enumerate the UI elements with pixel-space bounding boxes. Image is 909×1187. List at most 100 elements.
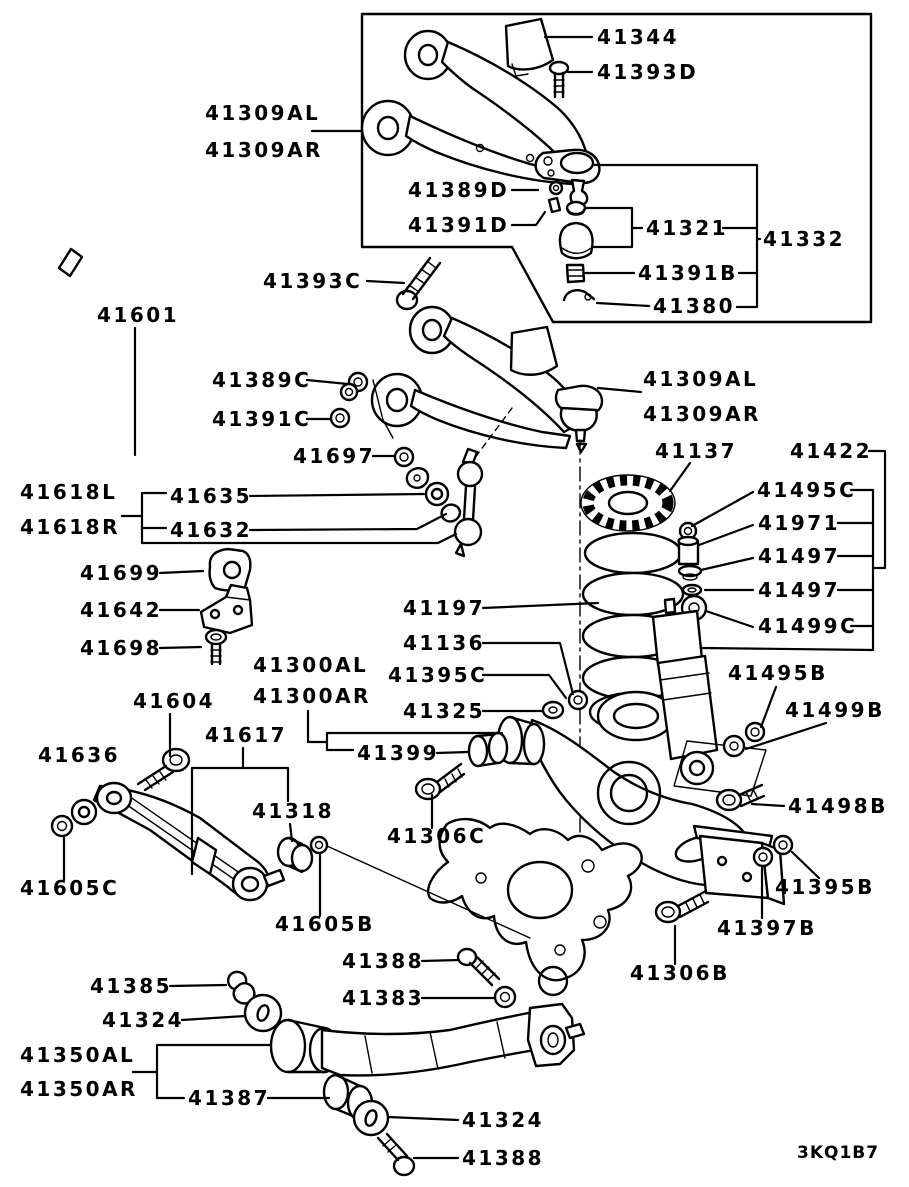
part-label-41495c: 41495C <box>757 478 856 502</box>
bolt-41388-lower <box>376 1132 416 1177</box>
upper-control-arm-boxed <box>360 17 601 302</box>
stabilizer-bracket-41642 <box>199 583 254 635</box>
part-label-41395b: 41395B <box>775 875 875 899</box>
spacer-41971 <box>677 535 700 566</box>
washer-41389d <box>548 180 564 196</box>
part-label-41300ar: 41300AR <box>253 684 371 708</box>
part-label-41344: 41344 <box>597 25 679 49</box>
stud-41391c <box>329 407 351 429</box>
part-label-41137: 41137 <box>655 439 737 463</box>
link-body <box>453 447 484 558</box>
spring-upper-pad-41137 <box>580 474 676 532</box>
part-label-41971: 41971 <box>758 511 840 535</box>
nut-41383 <box>493 985 517 1009</box>
part-label-41388-lower: 41388 <box>462 1146 544 1170</box>
part-label-41306c: 41306C <box>387 824 486 848</box>
part-label-41422: 41422 <box>790 439 872 463</box>
part-label-41395c: 41395C <box>388 663 487 687</box>
part-label-41393d: 41393D <box>597 60 698 84</box>
part-label-41309al: 41309AL <box>205 101 320 125</box>
shock-lower-hardware <box>715 721 794 868</box>
part-label-41605b: 41605B <box>275 912 375 936</box>
part-label-41197: 41197 <box>403 596 485 620</box>
guide-line <box>326 845 531 939</box>
part-label-41136: 41136 <box>403 631 485 655</box>
bushing-41399 <box>467 731 509 768</box>
bar-end-cap <box>57 247 84 278</box>
part-label-41324-lower: 41324 <box>462 1108 544 1132</box>
nut-41697 <box>393 446 415 468</box>
part-label-41636: 41636 <box>38 743 120 767</box>
part-label-41309al-2: 41309AL <box>643 367 758 391</box>
part-label-41385: 41385 <box>90 974 172 998</box>
part-label-41618l: 41618L <box>20 480 117 504</box>
part-label-41325: 41325 <box>403 699 485 723</box>
washer-41397b <box>752 846 774 868</box>
part-label-41499c: 41499C <box>758 614 857 638</box>
part-label-41399: 41399 <box>357 741 439 765</box>
part-label-41604: 41604 <box>133 689 215 713</box>
part-label-41391d: 41391D <box>408 213 509 237</box>
ball-joint-plate <box>534 148 601 206</box>
washer-41499b <box>722 734 746 758</box>
bolt-41393d <box>548 60 570 99</box>
cap-41321 <box>565 200 587 216</box>
shock-absorber-41422 <box>651 597 767 797</box>
nut-41391b <box>565 263 586 284</box>
bolt-41388-upper <box>456 947 501 987</box>
part-label-41499b: 41499B <box>785 698 885 722</box>
washer-teardrop <box>405 467 430 489</box>
washer-nut-41325-41395c <box>541 689 589 720</box>
nut-41605b <box>309 835 329 855</box>
stabilizer-bar <box>27 247 428 557</box>
part-label-41309ar-2: 41309AR <box>643 402 761 426</box>
dashed-guide <box>473 407 513 460</box>
part-label-41350ar: 41350AR <box>20 1077 138 1101</box>
nut-41395b <box>772 834 794 856</box>
bolt-41306b <box>654 889 710 924</box>
part-label-41635: 41635 <box>170 484 252 508</box>
stabilizer-bushing-41699 <box>208 547 252 592</box>
part-label-41332: 41332 <box>763 227 845 251</box>
part-label-41393c: 41393C <box>263 269 362 293</box>
part-label-41632: 41632 <box>170 518 252 542</box>
bolt-41393c <box>395 256 442 311</box>
part-label-41309ar: 41309AR <box>205 138 323 162</box>
part-label-41498b: 41498B <box>788 794 888 818</box>
part-label-41306b: 41306B <box>630 961 730 985</box>
part-label-41601: 41601 <box>97 303 179 327</box>
stabilizer-link <box>393 446 484 558</box>
nut-41389c-b <box>339 382 359 402</box>
part-label-41387: 41387 <box>188 1086 270 1110</box>
part-label-41617: 41617 <box>205 723 287 747</box>
washer-41324-lower <box>352 1099 390 1137</box>
part-label-41698: 41698 <box>80 636 162 660</box>
bolt-41698 <box>204 628 228 666</box>
knuckle <box>427 817 643 997</box>
part-label-41321: 41321 <box>646 216 728 240</box>
part-label-41391b: 41391B <box>638 261 738 285</box>
ball-joint-41309 <box>554 384 604 454</box>
boot-41321 <box>558 221 594 260</box>
lateral-arm-41617 <box>50 747 329 902</box>
part-label-41383: 41383 <box>342 986 424 1010</box>
upper-control-arm <box>329 256 604 454</box>
bushing-41385 <box>226 970 256 1005</box>
bushing-41318 <box>276 836 314 874</box>
washer-41497-lower <box>681 583 703 597</box>
washer-41324-upper <box>243 993 283 1033</box>
bolt-41498b <box>715 783 766 812</box>
stud-41391d <box>547 196 562 214</box>
trailing-arm-41350 <box>226 970 586 1177</box>
part-label-41495b: 41495B <box>728 661 828 685</box>
arm-seat-ring <box>596 760 662 826</box>
bolt-41604 <box>136 747 191 792</box>
part-label-41618r: 41618R <box>20 515 120 539</box>
bump-stop <box>504 17 555 71</box>
part-label-41642: 41642 <box>80 598 162 622</box>
part-label-41699: 41699 <box>80 561 162 585</box>
shock-rubbers <box>677 521 708 622</box>
part-label-41380: 41380 <box>653 294 735 318</box>
nut-41495b <box>744 721 766 743</box>
